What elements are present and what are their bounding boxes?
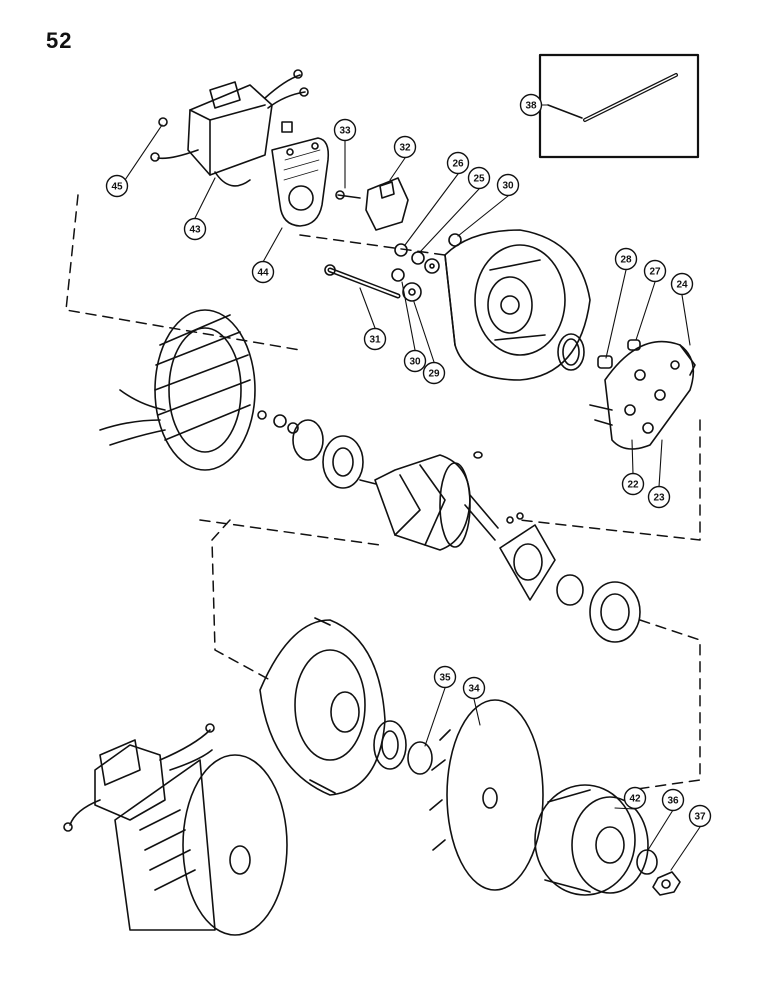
washer-and-nut — [636, 849, 681, 896]
callout-circle — [422, 361, 446, 385]
gasket — [271, 137, 330, 227]
assembled-alternator — [63, 723, 288, 936]
callout-c23: 23 — [647, 485, 671, 509]
bearing-retainer — [499, 512, 556, 601]
callout-c36: 36 — [661, 788, 685, 812]
callout-c28: 28 — [614, 247, 638, 271]
callout-c26: 26 — [446, 151, 470, 175]
regulator-module-top — [150, 69, 309, 187]
callout-c45: 45 — [105, 174, 129, 198]
inset-box — [538, 53, 700, 159]
callout-label: 35 — [439, 673, 451, 684]
callout-circle — [614, 247, 638, 271]
callout-label: 36 — [667, 796, 679, 807]
callout-circle — [647, 485, 671, 509]
callout-circle — [363, 327, 387, 351]
callout-label: 28 — [620, 255, 632, 266]
callout-circle — [251, 260, 275, 284]
callout-label: 24 — [676, 280, 688, 291]
callout-label: 37 — [694, 812, 706, 823]
rotor — [359, 454, 499, 551]
callout-c42: 42 — [623, 786, 647, 810]
callout-c30a: 30 — [496, 173, 520, 197]
callout-c33: 33 — [333, 118, 357, 142]
callout-c43: 43 — [183, 217, 207, 241]
callout-c37: 37 — [688, 804, 712, 828]
callout-label: 44 — [257, 268, 269, 279]
callout-circle — [333, 118, 357, 142]
callout-circle — [105, 174, 129, 198]
callout-label: 38 — [525, 101, 537, 112]
rotor-hardware — [257, 410, 483, 489]
callout-circle — [393, 135, 417, 159]
seal-and-spacer — [373, 720, 433, 775]
stator — [99, 309, 256, 471]
callout-circle — [183, 217, 207, 241]
callout-circle — [670, 272, 694, 296]
callout-label: 27 — [649, 267, 661, 278]
brush-holder — [335, 177, 409, 231]
callout-label: 26 — [452, 159, 464, 170]
callout-circle — [621, 472, 645, 496]
callout-label: 30 — [502, 181, 514, 192]
callout-c35: 35 — [433, 665, 457, 689]
callout-c25: 25 — [467, 166, 491, 190]
fan — [429, 699, 544, 891]
callout-circle — [403, 349, 427, 373]
callout-c32: 32 — [393, 135, 417, 159]
callout-label: 45 — [111, 182, 123, 193]
callout-label: 30 — [409, 357, 421, 368]
rectifier-bridge — [589, 340, 696, 450]
callout-c31: 31 — [363, 327, 387, 351]
front-bearing — [556, 574, 641, 643]
callout-label: 32 — [399, 143, 411, 154]
callout-c38: 38 — [519, 93, 543, 117]
rear-housing — [444, 229, 591, 381]
callout-label: 33 — [339, 126, 351, 137]
callout-circle — [496, 173, 520, 197]
callouts: 38 33 32 26 25 30 45 43 44 31 30 29 28 27 24 22 23 35 34 42… — [105, 93, 712, 828]
callout-c34: 34 — [462, 676, 486, 700]
callout-circle — [519, 93, 543, 117]
leader-lines — [124, 104, 701, 871]
callout-circle — [688, 804, 712, 828]
o-ring-inner — [562, 338, 580, 366]
callout-label: 29 — [428, 369, 440, 380]
small-washers — [391, 233, 462, 302]
callout-circle — [433, 665, 457, 689]
callout-label: 34 — [468, 684, 480, 695]
callout-circle — [643, 259, 667, 283]
callout-circle — [462, 676, 486, 700]
callout-c44: 44 — [251, 260, 275, 284]
pulley — [534, 784, 649, 896]
callout-label: 42 — [629, 794, 641, 805]
callout-c22: 22 — [621, 472, 645, 496]
callout-c29: 29 — [422, 361, 446, 385]
o-ring — [557, 333, 585, 371]
callout-label: 23 — [653, 493, 665, 504]
callout-label: 43 — [189, 225, 201, 236]
callout-circle — [623, 786, 647, 810]
callout-label: 22 — [627, 480, 639, 491]
callout-label: 25 — [473, 174, 485, 185]
callout-label: 31 — [369, 335, 381, 346]
through-bolt — [324, 264, 401, 299]
callout-circle — [467, 166, 491, 190]
callout-c27: 27 — [643, 259, 667, 283]
callout-c30b: 30 — [403, 349, 427, 373]
callout-c24: 24 — [670, 272, 694, 296]
callout-circle — [661, 788, 685, 812]
page-number: 52 — [46, 28, 73, 53]
callout-circle — [446, 151, 470, 175]
drive-end-housing — [259, 617, 386, 796]
